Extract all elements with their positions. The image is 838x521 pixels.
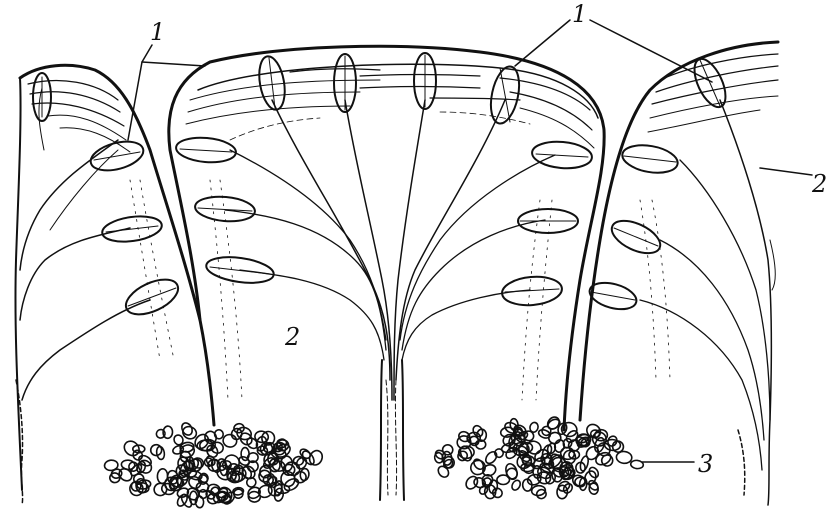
right-cells bbox=[587, 54, 732, 313]
granule bbox=[548, 432, 561, 444]
granule bbox=[157, 469, 168, 484]
granule-cluster-right bbox=[434, 415, 644, 500]
center-arch bbox=[169, 46, 604, 430]
granule-cluster-left bbox=[104, 421, 325, 509]
granule bbox=[121, 438, 142, 458]
right-crown bbox=[580, 42, 812, 505]
label-3: 3 bbox=[698, 450, 713, 478]
granule bbox=[464, 474, 480, 491]
granule bbox=[504, 462, 519, 481]
granule bbox=[484, 450, 499, 466]
granule bbox=[436, 464, 451, 479]
center-cells bbox=[175, 53, 593, 308]
granule bbox=[222, 433, 238, 448]
granule bbox=[497, 475, 510, 485]
granule bbox=[493, 447, 504, 458]
label-1-left: 1 bbox=[150, 18, 165, 46]
granule bbox=[630, 460, 643, 469]
label-2-right: 2 bbox=[811, 170, 827, 198]
granule bbox=[510, 479, 522, 492]
label-1-right: 1 bbox=[572, 0, 587, 28]
granule bbox=[180, 421, 195, 437]
granule bbox=[616, 451, 632, 464]
left-crown bbox=[15, 65, 214, 505]
label-2-center: 2 bbox=[284, 323, 300, 351]
left-cells bbox=[33, 73, 183, 322]
granule bbox=[245, 459, 260, 474]
